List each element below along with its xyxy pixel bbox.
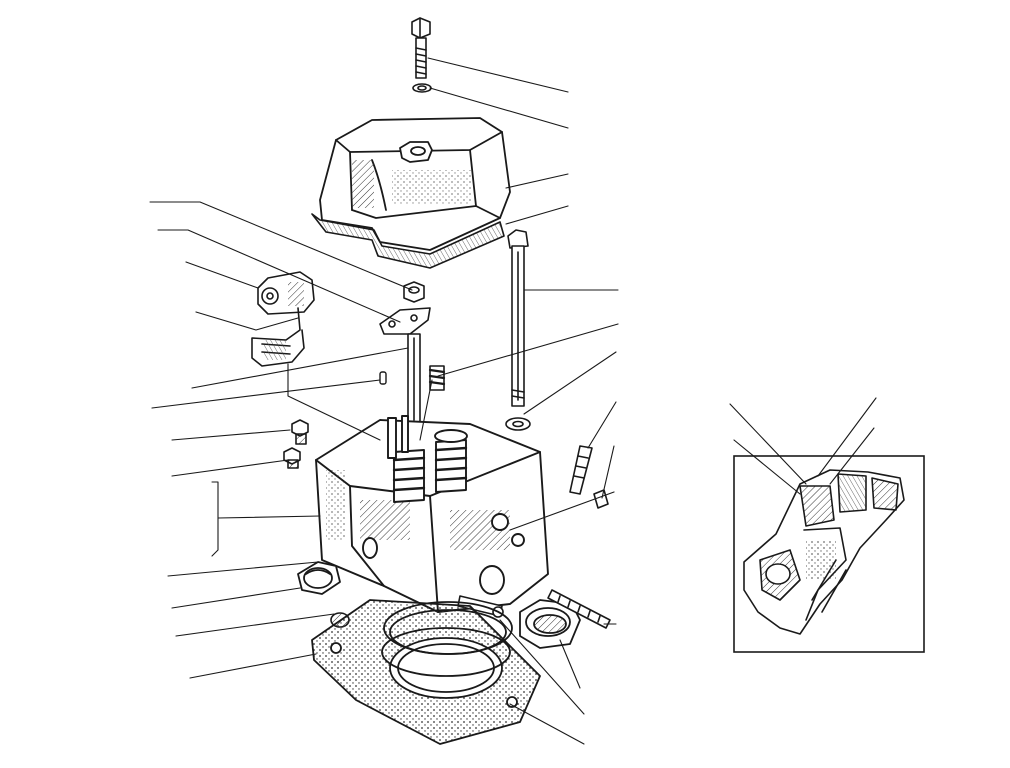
dowel-plug — [593, 489, 609, 509]
sealing-ring-upper — [383, 601, 513, 655]
stud-washer — [505, 417, 531, 431]
valve-cover-gasket — [311, 213, 505, 269]
rocker-arm-assembly — [251, 271, 315, 367]
inset-section-drawing — [743, 469, 905, 635]
long-stud — [507, 229, 529, 407]
head-gasket — [311, 599, 541, 745]
plug-bolt-2 — [283, 447, 301, 469]
cover-bolt — [411, 17, 431, 79]
leader-lines-left — [149, 201, 413, 679]
sealing-ring-lower — [381, 627, 511, 677]
stud-right — [547, 589, 611, 629]
head-stud — [407, 333, 421, 425]
inset-leader-lines — [729, 397, 877, 495]
rocker-nut — [403, 281, 425, 303]
valve-cover — [319, 117, 511, 251]
dowel-pin — [379, 371, 387, 385]
dowel-sleeve — [569, 445, 593, 495]
inset-detail — [729, 397, 925, 653]
cylinder-head — [315, 415, 549, 613]
cup-plug — [297, 561, 341, 595]
plug-bolt-1 — [291, 419, 309, 445]
valve-seat-insert — [519, 599, 581, 649]
clamp-plate — [379, 307, 431, 335]
cover-washer — [412, 83, 432, 93]
leader-lines-right — [419, 57, 619, 745]
valve-spring-small — [428, 365, 446, 391]
